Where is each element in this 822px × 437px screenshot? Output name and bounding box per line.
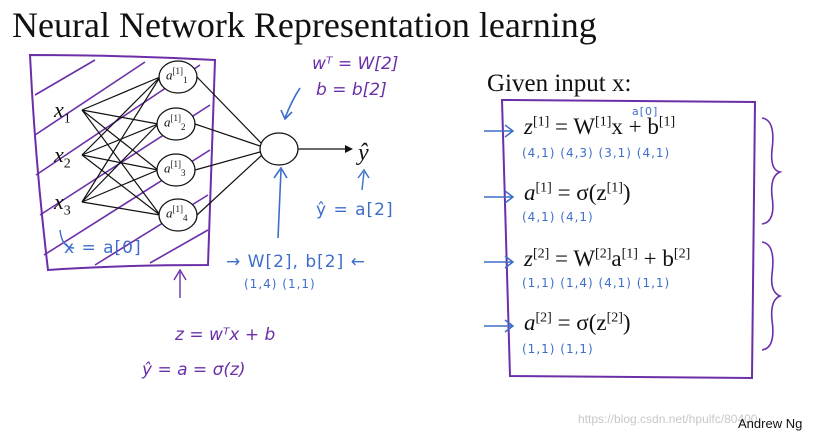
input-x3: x3 <box>54 189 71 219</box>
note-a0-over-x: a[0] <box>632 105 659 118</box>
arrow-down-to-output <box>284 87 301 119</box>
equation-1-dims: (4,1) (4,3) (3,1) (4,1) <box>522 146 671 160</box>
note-w-transpose: wᵀ = W[2] <box>312 54 399 74</box>
hidden-label-4: a[1]4 <box>166 204 188 223</box>
output-yhat: ŷ <box>358 140 369 166</box>
hidden-label-2: a[1]2 <box>164 113 186 132</box>
equation-box <box>500 98 757 380</box>
note-yhat-a2: ŷ = a[2] <box>316 200 394 220</box>
equation-3-dims: (1,1) (1,4) (4,1) (1,1) <box>522 276 671 290</box>
note-x-a0: x = a[0] <box>64 238 142 258</box>
input-connections <box>81 76 161 216</box>
input-x1: x1 <box>54 97 71 127</box>
output-node <box>259 132 299 166</box>
hidden-nodes <box>156 60 198 232</box>
note-b: b = b[2] <box>316 80 387 100</box>
hook-arrow <box>59 229 75 249</box>
equation-4-dims: (1,1) (1,1) <box>522 342 594 356</box>
equation-2-dims: (4,1) (4,1) <box>522 210 594 224</box>
input-x2: x2 <box>54 142 71 172</box>
note-w2-b2: → W[2], b[2] ← <box>226 252 366 272</box>
equation-1: z[1] = W[1]x + b[1] <box>524 114 676 139</box>
note-w2-b2-dims: (1,4) (1,1) <box>244 277 316 291</box>
arrow-up-to-yhat <box>361 171 365 191</box>
hidden-label-1: a[1]1 <box>166 66 188 85</box>
brace-top <box>761 117 783 225</box>
hidden-connections <box>194 76 263 216</box>
output-arrowhead <box>345 145 353 153</box>
author-credit: Andrew Ng <box>738 416 803 431</box>
given-input-label: Given input x: <box>487 70 632 97</box>
equation-4: a[2] = σ(z[2]) <box>524 310 631 335</box>
equation-arrows <box>484 124 515 333</box>
brace-bottom <box>761 241 783 351</box>
input-layer-box <box>28 53 217 272</box>
watermark: https://blog.csdn.net/hpulfc/80400 <box>578 412 758 426</box>
arrow-up-to-output <box>277 169 282 239</box>
equation-3: z[2] = W[2]a[1] + b[2] <box>524 246 691 271</box>
page-title: Neural Network Representation learning <box>12 5 597 45</box>
equation-2: a[1] = σ(z[1]) <box>524 180 631 205</box>
hidden-label-3: a[1]3 <box>164 159 186 178</box>
note-z-eq: z = wᵀx + b <box>175 325 276 345</box>
note-yhat-a-sigma: ŷ = a = σ(z) <box>142 360 246 380</box>
